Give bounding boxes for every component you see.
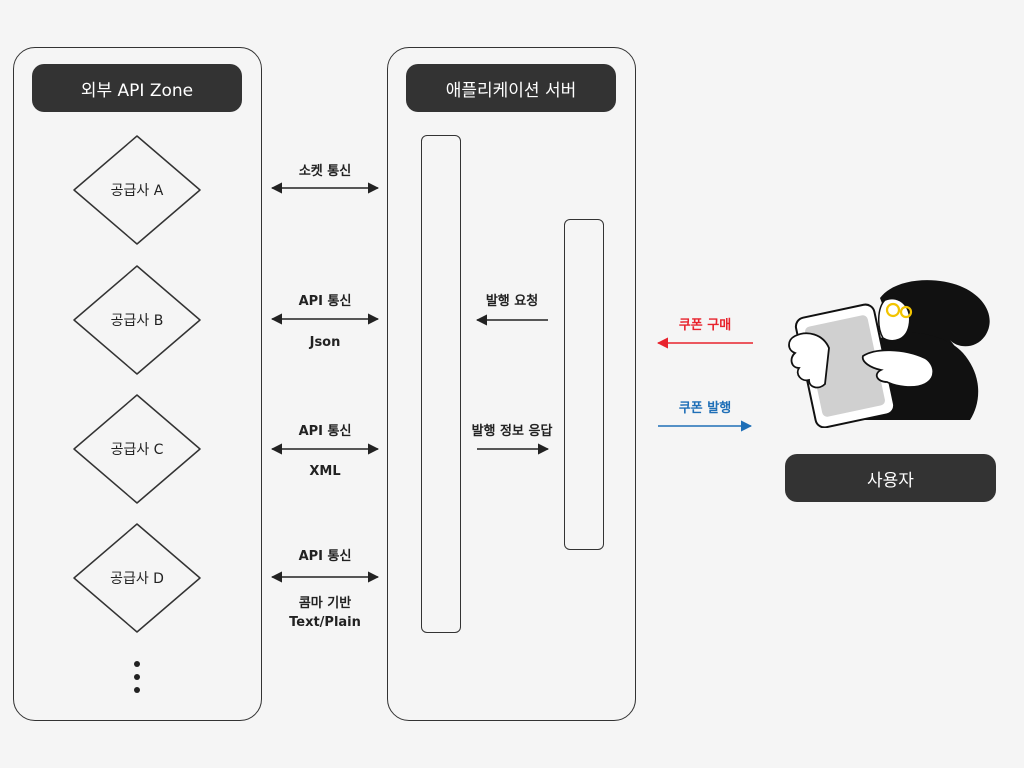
supplier-d-node: 공급사 D bbox=[72, 522, 202, 634]
connection-b-label: API 통신 bbox=[298, 294, 352, 309]
ellipsis-dot bbox=[134, 674, 140, 680]
ellipsis-dot bbox=[134, 687, 140, 693]
supplier-label: 공급사 C bbox=[110, 442, 164, 458]
connection-b-format: Json bbox=[309, 335, 341, 350]
coupon-issue-label: 쿠폰 발행 bbox=[678, 401, 732, 416]
external-zone-title: 외부 API Zone bbox=[32, 64, 242, 112]
issue-request-label: 발행 요청 bbox=[485, 294, 539, 309]
supplier-c-node: 공급사 C bbox=[72, 393, 202, 505]
supplier-label: 공급사 D bbox=[110, 571, 164, 587]
user-illustration bbox=[788, 280, 990, 428]
server-gateway-bar bbox=[421, 135, 461, 633]
supplier-label: 공급사 A bbox=[110, 183, 164, 199]
user-label: 사용자 bbox=[785, 454, 996, 502]
connection-d-format: 콤마 기반 bbox=[298, 596, 352, 611]
server-issuer-bar bbox=[564, 219, 604, 550]
connection-c-format: XML bbox=[309, 464, 341, 479]
connection-c-label: API 통신 bbox=[298, 424, 352, 439]
ellipsis-dot bbox=[134, 661, 140, 667]
connection-d-label: API 통신 bbox=[298, 549, 352, 564]
supplier-a-node: 공급사 A bbox=[72, 134, 202, 246]
connection-a-label: 소켓 통신 bbox=[298, 164, 352, 179]
connection-d-format-2: Text/Plain bbox=[289, 615, 361, 630]
app-server-title: 애플리케이션 서버 bbox=[406, 64, 616, 112]
supplier-label: 공급사 B bbox=[110, 313, 164, 329]
coupon-purchase-label: 쿠폰 구매 bbox=[678, 318, 732, 333]
supplier-b-node: 공급사 B bbox=[72, 264, 202, 376]
issue-response-label: 발행 정보 응답 bbox=[471, 424, 553, 439]
